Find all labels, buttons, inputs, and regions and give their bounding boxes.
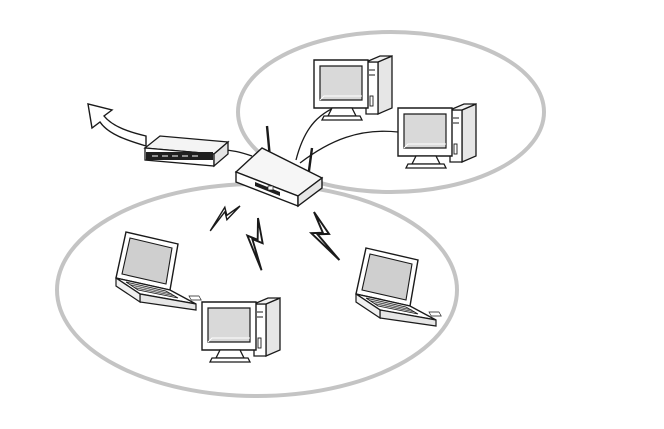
lightning-bolt-icon [204, 201, 244, 231]
laptop-icon [356, 248, 441, 326]
wireless-router-icon [236, 126, 322, 206]
lightning-bolt-icon [243, 217, 269, 270]
wired-link-desktop-2 [300, 131, 398, 163]
internet-arrow-icon [88, 104, 146, 146]
desktop-computer-icon [202, 298, 280, 362]
broadband-modem-icon [145, 136, 228, 166]
laptop-icon [116, 232, 201, 310]
desktop-computer-icon [314, 56, 392, 120]
lightning-bolt-icon [306, 209, 340, 266]
desktop-computer-icon [398, 104, 476, 168]
